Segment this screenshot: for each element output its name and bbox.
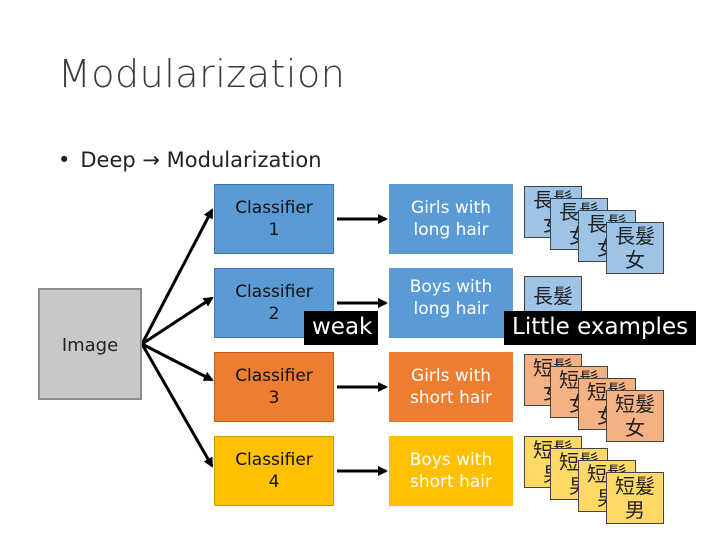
classifier-3: Classifier 3 <box>214 352 334 422</box>
arrow-to-classifier-2 <box>141 296 214 346</box>
bullet-point: • Deep → Modularization <box>58 148 322 172</box>
category-boys-long-hair: Boys with long hair <box>389 268 513 338</box>
category-boys-short-hair: Boys with short hair <box>389 436 513 506</box>
input-image-box: Image <box>38 288 142 400</box>
classifier-2: Classifier 2 <box>214 268 334 338</box>
category-girls-short-hair: Girls with short hair <box>389 352 513 422</box>
input-image-label: Image <box>61 335 119 356</box>
example-card-boys-short: 短髮男 <box>606 472 664 524</box>
classifier-4: Classifier 4 <box>214 436 334 506</box>
arrow-to-classifier-3 <box>141 342 214 382</box>
bullet-marker: • <box>58 148 71 172</box>
classifier-1: Classifier 1 <box>214 184 334 254</box>
example-card-girls-long: 長髮女 <box>606 222 664 274</box>
bullet-text: Deep → Modularization <box>80 148 322 172</box>
category-girls-long-hair: Girls with long hair <box>389 184 513 254</box>
slide-title: Modularization <box>58 52 346 96</box>
arrow-to-classifier-4 <box>140 343 214 468</box>
example-card-girls-short: 短髮女 <box>606 390 664 442</box>
little-examples-label: Little examples <box>504 311 697 345</box>
arrow-to-classifier-1 <box>140 208 214 345</box>
example-card-boys-long: 長髮 <box>524 276 582 316</box>
weak-label: weak <box>304 311 379 345</box>
